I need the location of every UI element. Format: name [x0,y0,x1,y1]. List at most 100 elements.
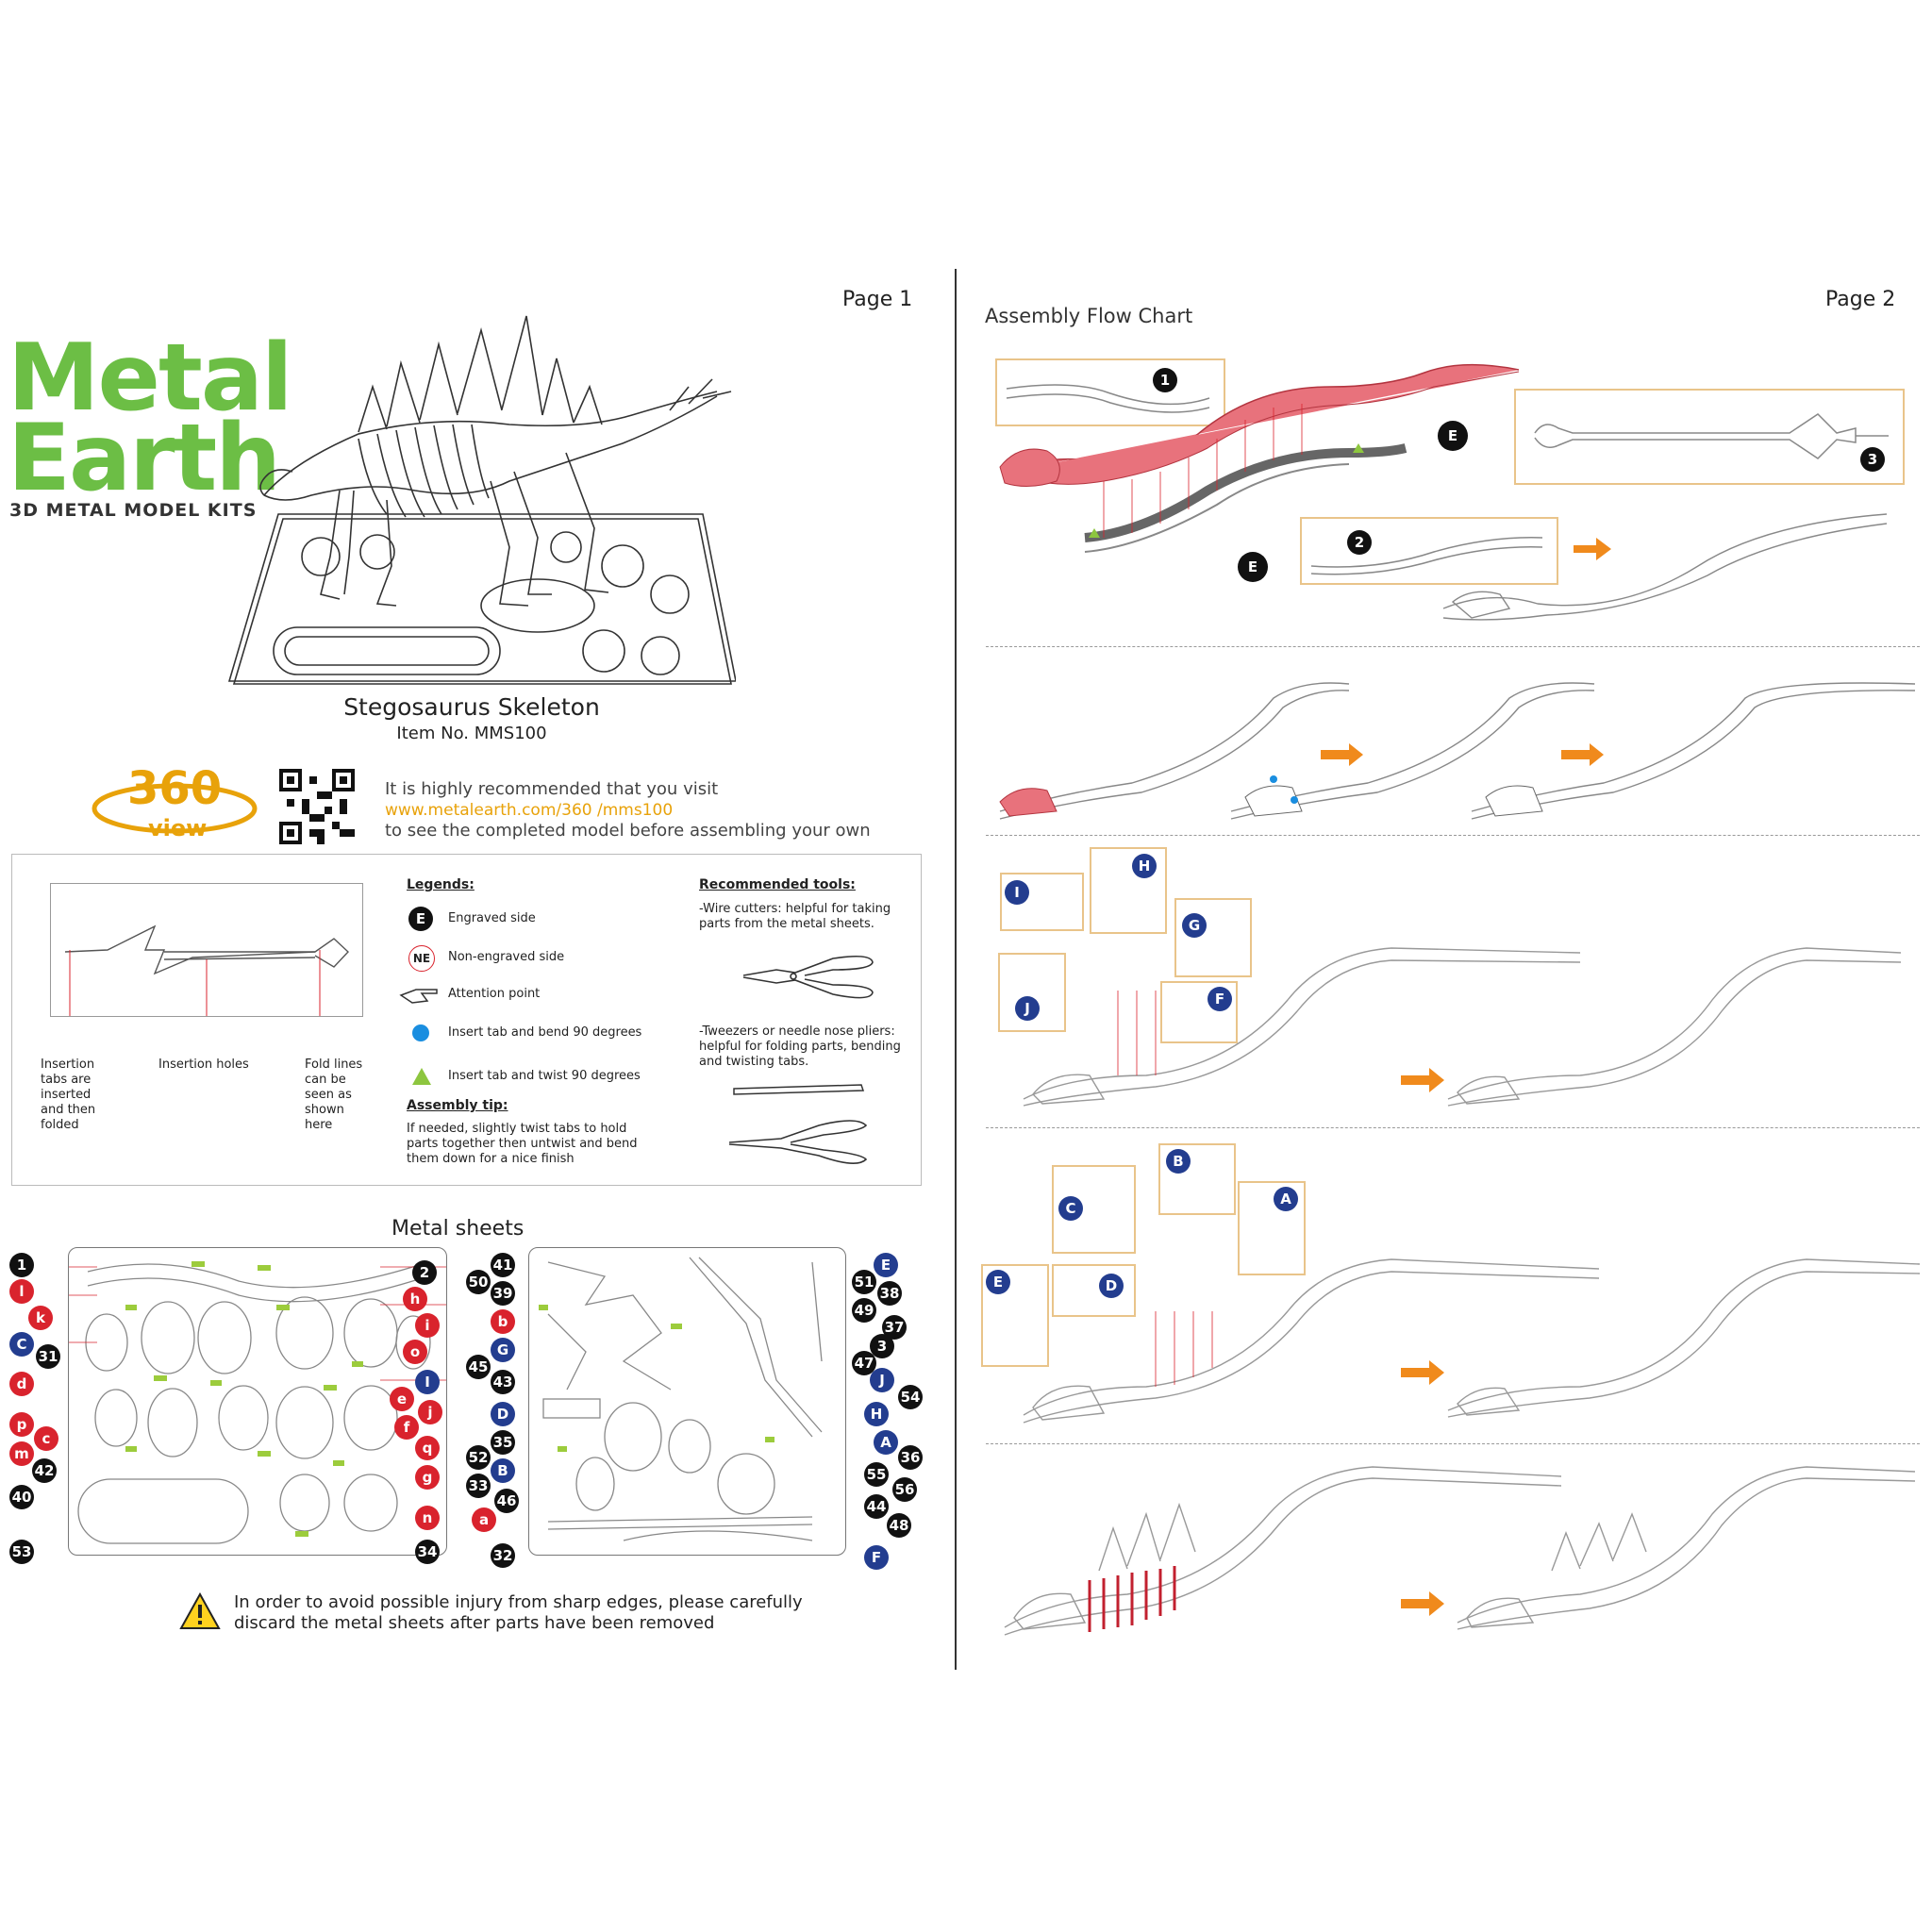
part-badge: F [864,1545,889,1570]
recommend-url-link[interactable]: www.metalearth.com/360 /mms100 [385,801,674,820]
insertion-holes-label: Insertion holes [158,1058,249,1072]
part-badge: q [415,1436,440,1460]
part-badge: n [415,1506,440,1530]
part-badge: 2 [412,1260,437,1285]
step-separator [986,1127,1920,1128]
part-1-drawing [1006,384,1210,413]
callout-badge: H [1132,854,1157,878]
metal-sheet-2-parts [539,1257,823,1541]
step-4-assembly [1023,1258,1920,1424]
tweezers-icon [733,1084,865,1095]
part-badge: f [394,1415,419,1440]
green-triangle-icon [412,1068,431,1085]
metal-sheet-1 [50,1247,447,1556]
recommend-line-3: to see the completed model before assemb… [385,821,871,841]
flow-step-2 [999,682,1916,820]
step-1-result [1442,513,1888,621]
legends-heading: Legends: [407,877,475,892]
part-badge: b [491,1309,515,1334]
part-badge: 32 [491,1543,515,1568]
view-360-label: view [148,815,208,841]
warning-line-2: discard the metal sheets after parts hav… [234,1613,715,1633]
part-badge: i [415,1313,440,1338]
callout-badge: B [1166,1149,1191,1174]
part-badge: c [34,1426,58,1451]
part-badge: m [9,1441,34,1466]
page-2-label: Page 2 [1825,288,1896,311]
callout-badge: E [986,1270,1010,1294]
part-badge: A [874,1430,898,1455]
step-separator [986,1443,1920,1444]
part-badge: p [9,1412,34,1437]
part-badge: 3 [870,1334,894,1358]
legend-panel: Insertion tabs are inserted and then fol… [11,854,922,1186]
part-badge: 46 [494,1489,519,1513]
metal-sheets-title: Metal sheets [391,1217,525,1241]
step-1-spine-assembly [999,363,1520,553]
callout-G [1174,898,1252,977]
part-badge: 43 [491,1370,515,1394]
part-badge: 45 [466,1355,491,1379]
part-badge: 36 [898,1445,923,1470]
view-360-badge[interactable]: 360 view [90,762,259,841]
legend-twist-text: Insert tab and twist 90 degrees [448,1069,641,1083]
recommend-line-1: It is highly recommended that you visit [385,779,719,799]
part-badge: h [403,1287,427,1311]
part-3-callout [1514,389,1905,485]
legend-engraved-text: Engraved side [448,911,536,925]
stegosaurus-model-illustration [227,315,736,685]
callout-badge: F [1208,987,1232,1011]
qr-code[interactable] [279,769,355,844]
callout-badge: J [1015,996,1040,1021]
recommendation-text: It is highly recommended that you visit … [385,779,871,841]
part-badge: j [418,1400,442,1424]
wire-cutters-text: -Wire cutters: helpful for taking parts … [699,902,891,931]
callout-badge: I [1005,880,1029,905]
part-badge: 34 [415,1540,440,1564]
part-badge: g [415,1465,440,1490]
part-badge: 55 [864,1462,889,1487]
part-badge: 1 [9,1253,34,1277]
legend-twist: Insert tab and twist 90 degrees [412,1068,641,1089]
part-badge: l [9,1279,34,1304]
assembly-tip-heading: Assembly tip: [407,1098,508,1113]
part-badge: 35 [491,1430,515,1455]
warning-line-1: In order to avoid possible injury from s… [234,1592,803,1612]
part-badge: B [491,1458,515,1483]
blue-dot-icon [412,1024,429,1041]
engraved-e-icon: E [408,907,433,931]
item-number: Item No. MMS100 [396,724,547,743]
part-badge: C [9,1332,34,1357]
part-badge: 50 [466,1270,491,1294]
part-badge: H [864,1402,889,1426]
hand-pointer-icon [399,989,438,1004]
part-badge: 41 [491,1253,515,1277]
needle-nose-pliers-icon [728,1120,868,1164]
part-badge: e [390,1387,414,1411]
legend-attention-text: Attention point [448,987,541,1001]
part-badge: I [415,1370,440,1394]
fold-lines-label: Fold lines can be seen as shown here [305,1058,363,1132]
engraved-e-badge: E [1238,552,1268,582]
part-badge: 42 [32,1458,57,1483]
engraved-e-badge: E [1438,421,1468,451]
page-1-label: Page 1 [842,288,913,311]
product-name: Stegosaurus Skeleton [343,693,600,721]
page-divider [955,269,957,1670]
part-badge: D [491,1402,515,1426]
part-badge: 56 [892,1477,917,1502]
part-badge: 54 [898,1385,923,1409]
part-1-callout [995,358,1225,426]
part-badge: 38 [877,1281,902,1306]
metal-sheet-1-parts [50,1261,446,1544]
step-badge: 2 [1347,530,1372,555]
logo-line-2: Earth [8,405,281,512]
part-badge: 53 [9,1540,34,1564]
assembly-flow-chart-title: Assembly Flow Chart [985,305,1193,327]
callout-badge: G [1182,913,1207,938]
part-badge: J [870,1368,894,1392]
warning-icon [179,1592,221,1629]
step-3-assembly [1023,947,1902,1107]
sharp-edges-warning: In order to avoid possible injury from s… [234,1592,803,1634]
tweezers-text: -Tweezers or needle nose pliers: helpful… [699,1024,901,1069]
